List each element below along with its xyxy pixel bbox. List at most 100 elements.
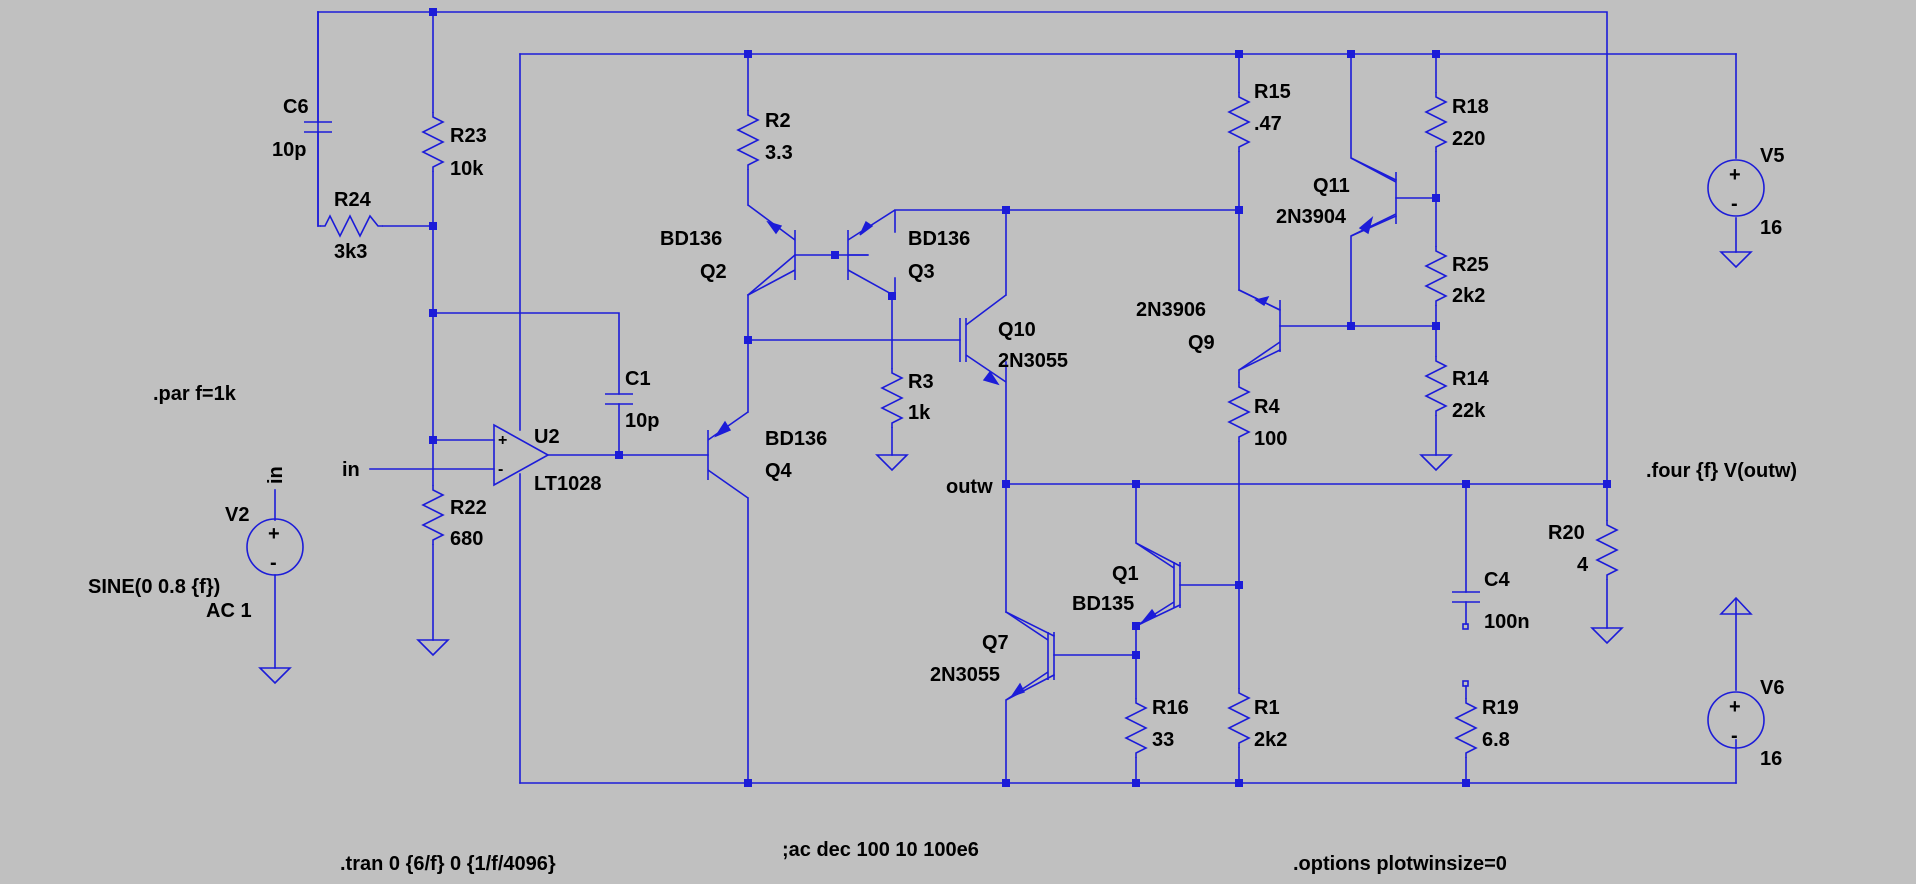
r15-value: .47	[1254, 113, 1282, 135]
r25-symbol[interactable]	[1424, 246, 1448, 306]
r23-symbol[interactable]	[421, 112, 445, 172]
q1-model: BD135	[1072, 593, 1134, 615]
r16-symbol[interactable]	[1124, 698, 1148, 758]
wires	[274, 11, 1737, 784]
q11-ref: Q11	[1313, 175, 1350, 197]
r23-ref: R23	[450, 125, 487, 147]
r2-value: 3.3	[765, 142, 793, 164]
r22-symbol[interactable]	[421, 485, 445, 545]
r25-value: 2k2	[1452, 285, 1485, 307]
r22-ref: R22	[450, 497, 487, 519]
r24-symbol[interactable]	[320, 214, 383, 238]
r22-value: 680	[450, 528, 483, 550]
junction-dots	[429, 8, 1611, 787]
r19-symbol[interactable]	[1454, 698, 1478, 758]
c6-symbol[interactable]	[304, 121, 332, 133]
r2-ref: R2	[765, 110, 791, 132]
q9-symbol[interactable]	[1238, 289, 1281, 371]
r18-symbol[interactable]	[1424, 92, 1448, 152]
v5-minus-sign: -	[1731, 193, 1738, 215]
q7-ref: Q7	[982, 632, 1009, 654]
r18-value: 220	[1452, 128, 1485, 150]
r15-symbol[interactable]	[1227, 92, 1251, 152]
q9-ref: Q9	[1188, 332, 1215, 354]
r1-ref: R1	[1254, 697, 1280, 719]
r4-ref: R4	[1254, 396, 1280, 418]
voltage-source-symbols	[246, 159, 1765, 749]
q2-symbol[interactable]	[747, 204, 796, 296]
c4-value: 100n	[1484, 611, 1530, 633]
q3-model: BD136	[908, 228, 970, 250]
ac-directive: ;ac dec 100 10 100e6	[782, 839, 979, 861]
v2-ref: V2	[225, 504, 249, 526]
r4-symbol[interactable]	[1227, 382, 1251, 442]
v6-ref: V6	[1760, 677, 1784, 699]
r1-symbol[interactable]	[1227, 688, 1251, 748]
q10-model: 2N3055	[998, 350, 1068, 372]
u2-ref: U2	[534, 426, 560, 448]
r20-value: 4	[1577, 554, 1589, 576]
options-directive: .options plotwinsize=0	[1293, 853, 1507, 875]
q2-ref: Q2	[700, 261, 727, 283]
four-directive: .four {f} V(outw)	[1646, 460, 1797, 482]
r4-value: 100	[1254, 428, 1287, 450]
outw-net-label: outw	[946, 476, 993, 498]
v2-line1: SINE(0 0.8 {f})	[88, 576, 220, 598]
q3-symbol[interactable]	[847, 209, 896, 297]
q1-ref: Q1	[1112, 563, 1139, 585]
v6-symbol[interactable]	[1707, 691, 1765, 749]
ground-icon	[875, 454, 909, 472]
ground-icon	[1719, 251, 1753, 269]
q10-ref: Q10	[998, 319, 1036, 341]
v5-value: 16	[1760, 217, 1782, 239]
r20-ref: R20	[1548, 522, 1585, 544]
q11-symbol[interactable]	[1350, 157, 1397, 237]
v2-symbol[interactable]	[246, 518, 304, 576]
c1-symbol[interactable]	[605, 393, 633, 405]
q10-symbol[interactable]	[959, 294, 1007, 386]
q3-ref: Q3	[908, 261, 935, 283]
ground-icon	[1419, 454, 1453, 472]
r18-ref: R18	[1452, 96, 1489, 118]
tran-directive: .tran 0 {6/f} 0 {1/f/4096}	[340, 853, 556, 875]
q1-symbol[interactable]	[1135, 542, 1181, 627]
q4-symbol[interactable]	[707, 411, 749, 499]
capacitor-symbols	[304, 121, 1480, 687]
ground-icon	[416, 639, 450, 657]
labels: + - + - + - + - C6 10p R23 10k R24 3k3 .…	[88, 81, 1797, 875]
ground-icon	[258, 667, 292, 685]
c4-symbol[interactable]	[1452, 591, 1480, 687]
q7-symbol[interactable]	[1005, 611, 1055, 701]
c6-ref: C6	[283, 96, 309, 118]
r15-ref: R15	[1254, 81, 1291, 103]
r2-symbol[interactable]	[736, 110, 760, 170]
ground-symbols	[258, 251, 1753, 685]
ground-icon	[1590, 627, 1624, 645]
r16-ref: R16	[1152, 697, 1189, 719]
r19-ref: R19	[1482, 697, 1519, 719]
c4-ref: C4	[1484, 569, 1510, 591]
v2-minus-sign: -	[270, 552, 277, 574]
r24-value: 3k3	[334, 241, 367, 263]
c1-value: 10p	[625, 410, 659, 432]
r3-value: 1k	[908, 402, 931, 424]
r14-symbol[interactable]	[1424, 356, 1448, 416]
v5-plus-sign: +	[1729, 164, 1741, 186]
c6-value: 10p	[272, 139, 306, 161]
r3-symbol[interactable]	[880, 368, 904, 428]
u2-opamp-symbol[interactable]	[493, 423, 550, 487]
in-net-label: in	[342, 459, 360, 481]
r14-ref: R14	[1452, 368, 1490, 390]
u2-plus-pin: +	[498, 432, 507, 449]
q4-model: BD136	[765, 428, 827, 450]
r25-ref: R25	[1452, 254, 1489, 276]
u2-model: LT1028	[534, 473, 601, 495]
r24-ref: R24	[334, 189, 372, 211]
v2-plus-sign: +	[268, 523, 280, 545]
q4-ref: Q4	[765, 460, 793, 482]
v5-symbol[interactable]	[1707, 159, 1765, 217]
r20-symbol[interactable]	[1595, 520, 1619, 580]
transistor-symbols	[707, 157, 1397, 701]
v2-line2: AC 1	[206, 600, 252, 622]
